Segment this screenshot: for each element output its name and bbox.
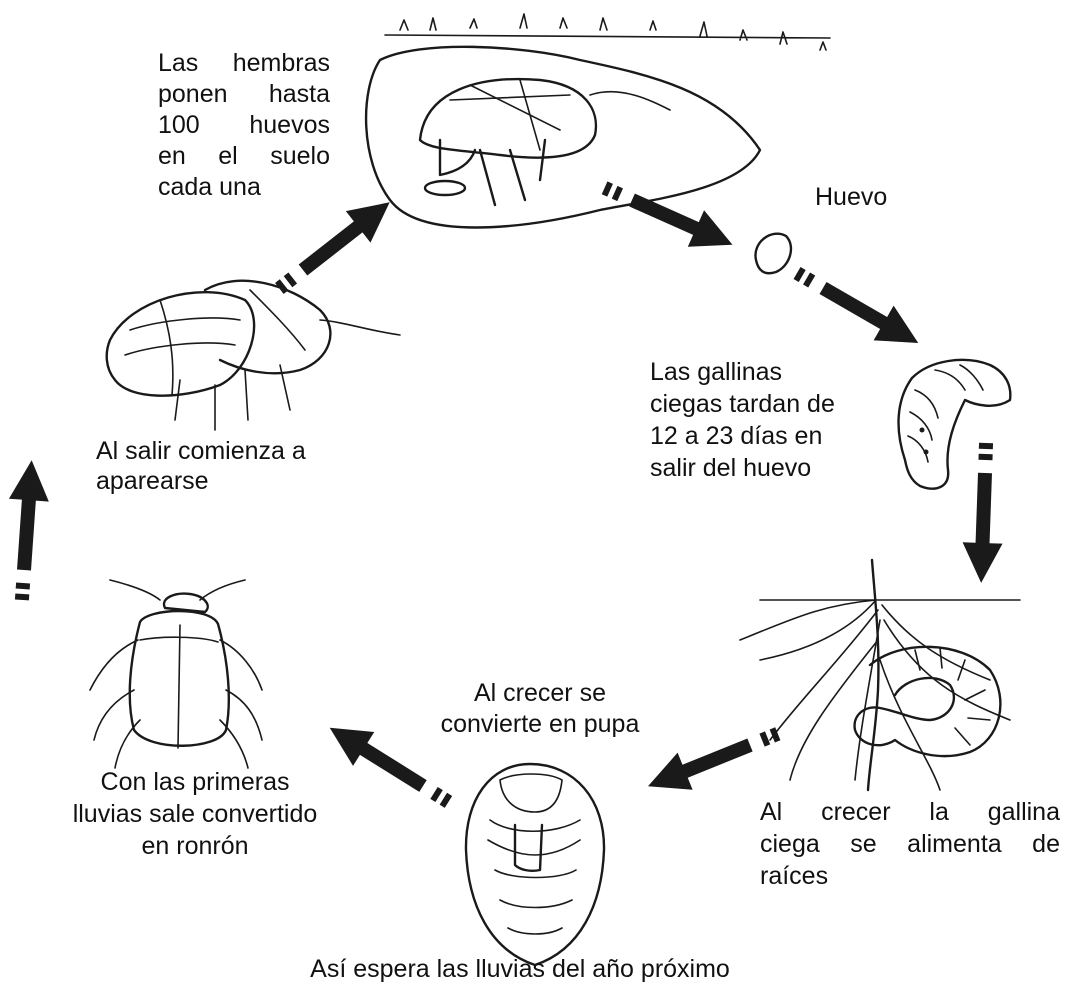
larva-roots-icon [740,560,1020,790]
larva-line-3: raíces [760,860,1060,892]
arrow-mating-to-laying [267,187,402,305]
pupa-wait-text: Así espera las lluvias del año próximo [230,954,810,985]
arrow-larva-to-pupa [641,715,786,805]
label-pupa-wait: Así espera las lluvias del año próximo [230,954,810,985]
grub-icon [899,360,1011,489]
hatch-line-3: 12 a 23 días en [650,420,835,452]
mating-line-2: aparearse [96,466,306,496]
pupa-icon [466,764,604,965]
adult-line-2: lluvias sale convertido [40,798,350,830]
label-hatch: Las gallinas ciegas tardan de 12 a 23 dí… [650,356,835,484]
hatch-line-4: salir del huevo [650,452,835,484]
label-pupa: Al crecer se convierte en pupa [420,678,660,740]
beetle-laying-icon [366,14,830,228]
label-mating: Al salir comienza a aparearse [96,436,306,496]
arrow-egg-to-grub [787,256,928,361]
adult-line-1: Con las primeras [40,766,350,798]
beetles-mating-icon [107,281,400,430]
arrow-grub-to-larva [961,442,1006,583]
hatch-line-2: ciegas tardan de [650,388,835,420]
hatch-line-1: Las gallinas [650,356,835,388]
arrow-laying-to-egg [596,170,740,263]
egg-icon [755,234,790,274]
label-adult: Con las primeras lluvias sale convertido… [40,766,350,862]
pupa-line-2: convierte en pupa [420,709,660,740]
adult-line-3: en ronrón [40,830,350,862]
mating-line-1: Al salir comienza a [96,436,306,466]
egg-text: Huevo [815,182,887,213]
laying-line-5: cada una [158,172,330,203]
arrow-adult-to-mating [2,459,52,601]
label-egg: Huevo [815,182,887,213]
beetle-adult-icon [90,580,262,768]
pupa-line-1: Al crecer se [420,678,660,709]
